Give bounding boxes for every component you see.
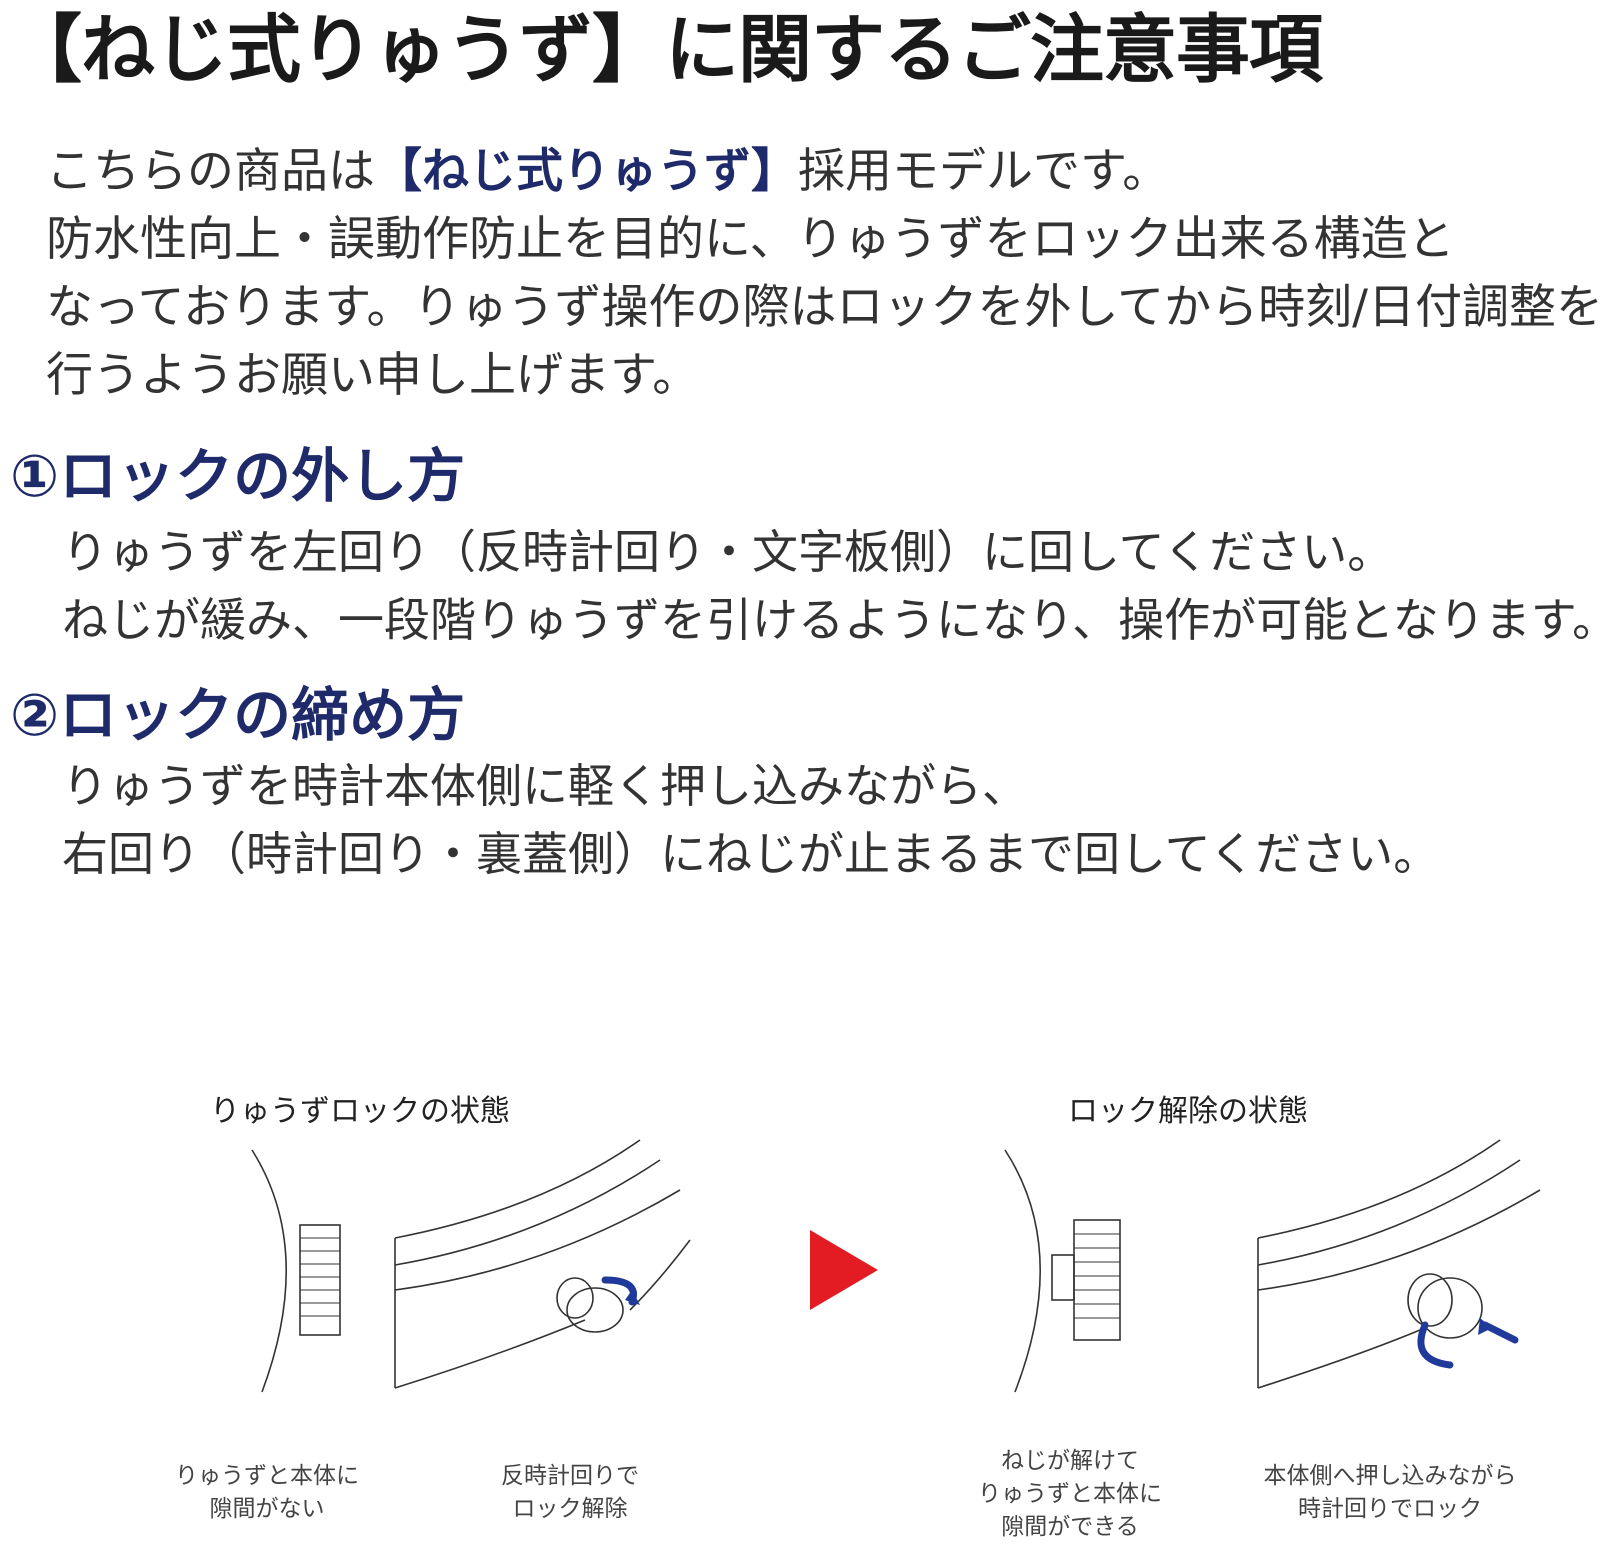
unlocked-state-title: ロック解除の状態 <box>1068 1094 1308 1129</box>
section-2-line-2: 右回り（時計回り・裏蓋側）にねじが止まるまで回してください。 <box>62 827 1440 881</box>
intro-emphasis: 【ねじ式りゅうず】 <box>375 144 798 199</box>
locked-side-view <box>251 1149 341 1393</box>
locked-watch-view <box>394 1139 691 1389</box>
intro-paragraph: こちらの商品は【ねじ式りゅうず】採用モデルです。 防水性向上・誤動作防止を目的に… <box>46 138 1600 410</box>
section-1-line-1: りゅうずを左回り（反時計回り・文字板側）に回してください。 <box>62 525 1394 579</box>
section-2-line-1: りゅうずを時計本体側に軽く押し込みながら、 <box>62 759 1028 813</box>
caption-locked-gap: りゅうずと本体に 隙間がない <box>175 1463 359 1522</box>
unlocked-rotation-arrow <box>1417 1321 1454 1369</box>
caption-unlocked-gap: ねじが解けて りゅうずと本体に 隙間ができる <box>978 1448 1162 1540</box>
section-1-body: りゅうずを左回り（反時計回り・文字板側）に回してください。 ねじが緩み、一段階り… <box>62 518 1600 654</box>
section-1-heading: ①ロックの外し方 <box>10 442 466 510</box>
caption-unlocked-turn: 本体側へ押し込みながら 時計回りでロック <box>1263 1463 1517 1522</box>
unlocked-watch-view <box>1257 1139 1541 1389</box>
locked-state-title: りゅうずロックの状態 <box>210 1094 510 1129</box>
section-2-body: りゅうずを時計本体側に軽く押し込みながら、 右回り（時計回り・裏蓋側）にねじが止… <box>62 752 1592 888</box>
intro-line-1: こちらの商品は【ねじ式りゅうず】採用モデルです。 <box>46 144 1170 199</box>
unlocked-side-view <box>1004 1149 1121 1393</box>
intro-line-2: 防水性向上・誤動作防止を目的に、りゅうずをロック出来る構造と <box>46 212 1455 267</box>
intro-line-4: 行うようお願い申し上げます。 <box>46 348 700 403</box>
transition-arrow-icon <box>810 1230 878 1310</box>
crown-diagram <box>251 1139 1541 1393</box>
caption-locked-turn: 反時計回りで ロック解除 <box>501 1463 639 1522</box>
page-title: 【ねじ式りゅうず】に関するご注意事項 <box>8 7 1323 93</box>
section-1-line-2: ねじが緩み、一段階りゅうずを引けるようになり、操作が可能となります。 <box>62 593 1600 647</box>
intro-line-3: なっております。りゅうず操作の際はロックを外してから時刻/日付調整を <box>46 280 1600 335</box>
section-2-heading: ②ロックの締め方 <box>10 681 466 749</box>
